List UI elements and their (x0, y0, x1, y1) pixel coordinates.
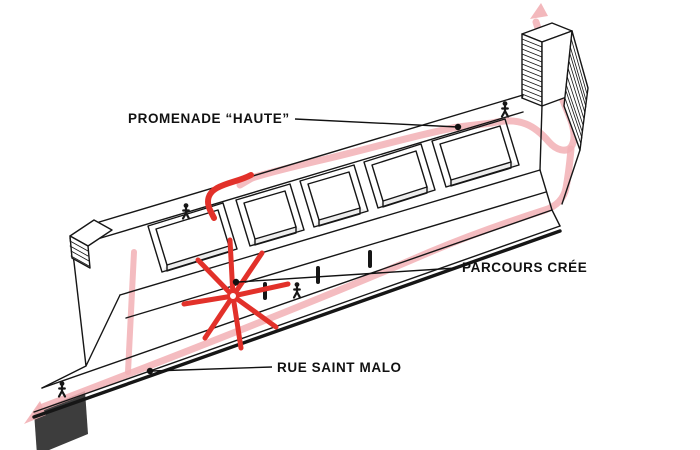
pedestrian-figures (57, 101, 510, 398)
parcours-cree-group (181, 172, 291, 351)
figure-head (183, 203, 189, 209)
figure-head (294, 282, 300, 287)
tower-hatch (521, 38, 543, 103)
parcours-dot (232, 278, 240, 286)
rue-leader-line (151, 366, 273, 372)
room-outer (147, 202, 238, 273)
figure-body (292, 285, 302, 299)
room-outer (363, 143, 436, 209)
street-right-cap (551, 209, 561, 227)
pedestrian-icon (292, 282, 302, 299)
rue-saint-malo-route (36, 145, 575, 412)
parcours-leader-line (237, 267, 457, 283)
pedestrian-icon (181, 203, 191, 220)
rue-label: RUE SAINT MALO (277, 360, 402, 375)
arrow-down-icon (24, 401, 46, 424)
parcours-curve (205, 172, 254, 221)
figure-body (500, 104, 510, 118)
walkway-front-edge (93, 111, 524, 241)
arrow-up-icon (530, 3, 548, 19)
room-shade (378, 187, 435, 208)
wall-face (42, 170, 552, 388)
pedestrian-icon (57, 381, 67, 398)
figure-head (502, 101, 508, 106)
room-depth-lines (382, 186, 428, 208)
street-top-edge (41, 209, 553, 389)
parcours-label: PARCOURS CRÉE (462, 260, 587, 275)
tower (521, 22, 573, 171)
left-end-edge (41, 237, 121, 389)
right-end-lower-edge (561, 149, 581, 205)
parcours-starburst (181, 237, 291, 351)
room-depth-lines (254, 226, 297, 246)
wall-ledge-line (125, 191, 547, 319)
stair-connector-route (125, 249, 137, 375)
pedestrian-icon (500, 101, 510, 118)
starburst-center (227, 290, 239, 302)
left-block-hatch (69, 240, 90, 267)
room-depth-lines (318, 207, 361, 227)
rue-dot (146, 367, 154, 375)
room-shade (446, 162, 519, 187)
wall-top-edge (119, 169, 541, 296)
promenade-label: PROMENADE “HAUTE” (128, 111, 290, 126)
street-end-dark-face (34, 391, 88, 450)
promenade-leader-line (294, 118, 459, 128)
figure-body (181, 206, 191, 220)
right-end-hatch (564, 37, 588, 145)
parapet-back-edge (85, 94, 524, 227)
promenade-dot (454, 123, 462, 131)
room-outer (235, 183, 305, 247)
building-linework (32, 22, 589, 419)
room-shade (314, 208, 368, 227)
room-shade (250, 227, 304, 246)
room-outer (299, 164, 369, 228)
annotations: PROMENADE “HAUTE” PARCOURS CRÉE RUE SAIN… (128, 111, 587, 375)
figure-head (59, 381, 65, 386)
room-outer (431, 118, 520, 188)
wall-right-edge (539, 169, 553, 211)
figure-body (57, 384, 67, 398)
street-curb-thick-edge (32, 229, 562, 419)
tower-base-lines (521, 94, 543, 171)
room-depth-lines (450, 161, 512, 187)
pink-arrowheads (24, 3, 548, 424)
street-bottom-edge (33, 225, 561, 413)
